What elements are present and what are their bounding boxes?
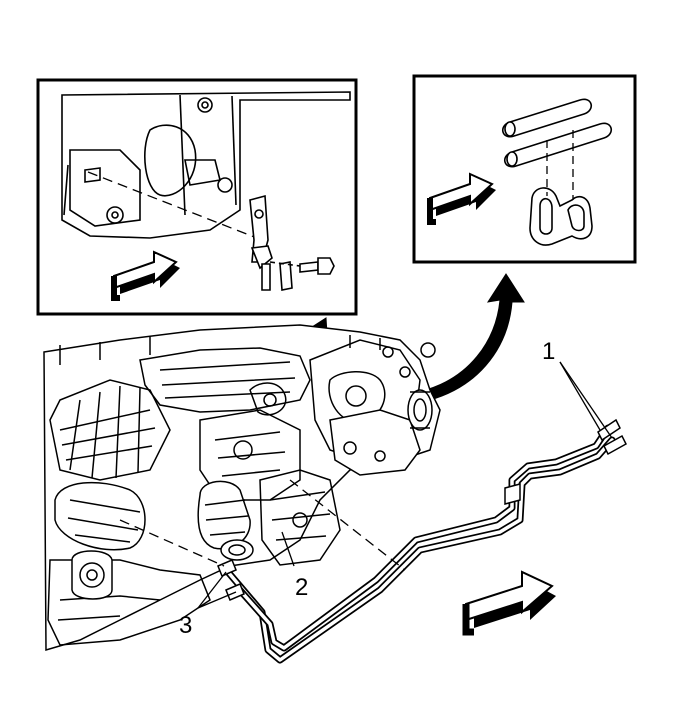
pointer-arrow-to-inset2-icon: [417, 273, 525, 403]
oil-filter-housing: [197, 480, 254, 561]
engine-mount: [71, 550, 113, 600]
engine-block-detail: [61, 91, 351, 239]
leader-1b: [559, 361, 613, 439]
pipe-bracket: [249, 194, 293, 291]
leader-3b: [197, 591, 237, 609]
inset1-direction-arrow-icon: [111, 250, 180, 301]
engine-assembly: [43, 324, 441, 652]
callout-2: 2: [295, 574, 309, 601]
ac-compressor: [329, 389, 433, 476]
main-direction-arrow-icon: [462, 570, 556, 636]
leader-lines: [197, 361, 613, 609]
inset-clip-detail: [412, 74, 637, 264]
leader-2: [281, 531, 295, 567]
callout-3: 3: [179, 612, 193, 639]
pipe-upper: [502, 98, 592, 138]
locator-lines: [119, 479, 406, 571]
inset-bracket-detail: [36, 78, 358, 316]
leader-1a: [559, 361, 601, 431]
pipe-lower: [504, 122, 612, 168]
leader-3a: [197, 571, 227, 609]
bracket-bolt: [269, 257, 335, 275]
inset2-direction-arrow-icon: [427, 172, 496, 225]
callout-1: 1: [542, 338, 556, 365]
oil-cooler-pipes: [217, 418, 627, 664]
